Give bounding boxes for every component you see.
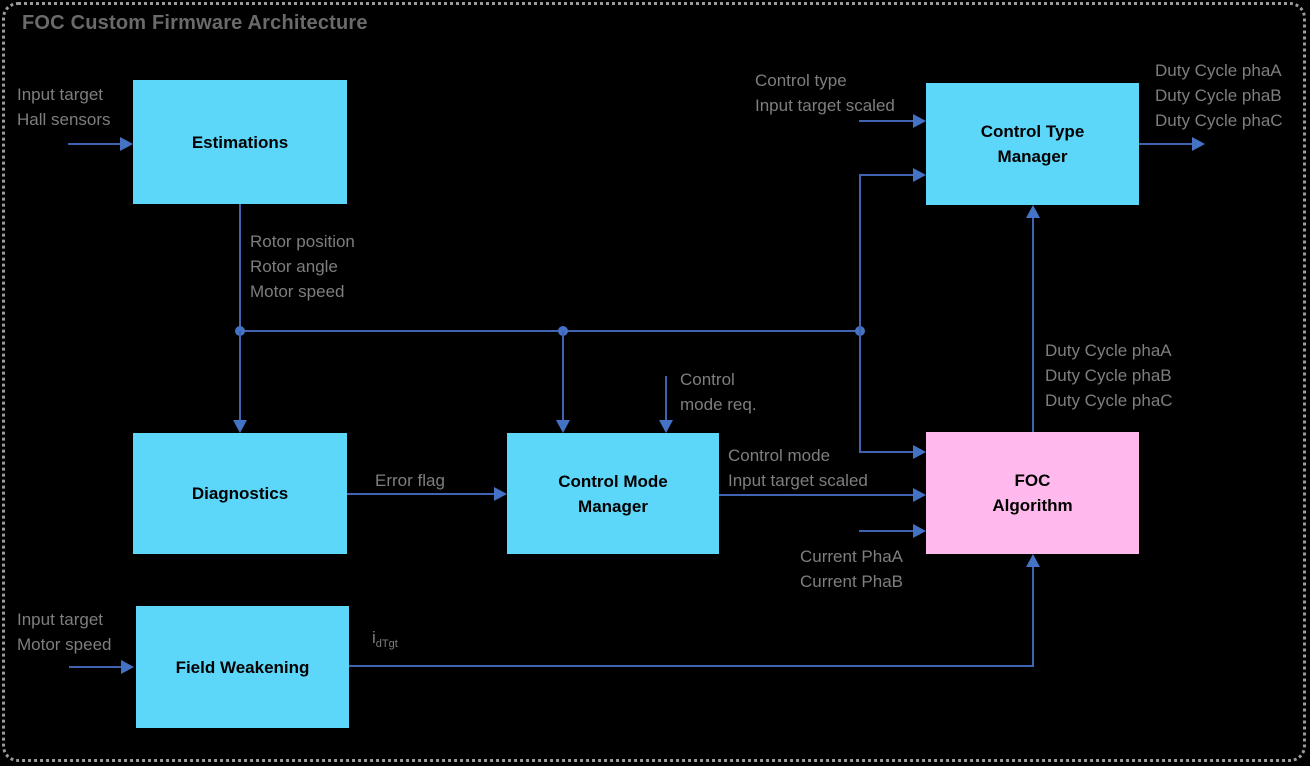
label-control-mode-req-line2: mode req. [680, 395, 757, 414]
edge-error-flag [347, 493, 495, 495]
node-diagnostics: Diagnostics [133, 433, 347, 554]
edge-control-type-manager-output [1139, 143, 1193, 145]
label-duty-cycle-phaB-fb: Duty Cycle phaB [1045, 366, 1172, 385]
label-idtgt: idTgt [372, 628, 398, 650]
label-idtgt-base: i [372, 628, 376, 647]
label-control-type: Control type [755, 71, 847, 90]
arrowhead-control-mode-request [659, 420, 673, 433]
arrowhead-into-control-type-manager-lower [913, 168, 926, 182]
label-rotor-angle: Rotor angle [250, 257, 338, 276]
label-input-target-scaled-mid: Input target scaled [728, 471, 868, 490]
edge-control-mode-to-foc [719, 494, 914, 496]
label-duty-cycle-feedback: Duty Cycle phaA Duty Cycle phaB Duty Cyc… [1045, 338, 1173, 413]
node-control-mode-manager-label-line2: Manager [578, 496, 648, 516]
node-control-mode-manager-label-line1: Control Mode [558, 471, 668, 491]
edge-control-mode-request [665, 376, 667, 421]
node-diagnostics-label: Diagnostics [191, 484, 289, 503]
arrowhead-into-foc-bottom [1026, 554, 1040, 567]
label-hall-sensors: Hall sensors [17, 110, 111, 129]
label-input-target-scaled-top: Input target scaled [755, 96, 895, 115]
label-idtgt-subscript: dTgt [375, 638, 398, 650]
label-input-target: Input target [17, 85, 104, 104]
arrowhead-into-diagnostics [233, 420, 247, 433]
arrowhead-error-flag [494, 487, 507, 501]
node-foc-algorithm: FOC Algorithm [926, 432, 1139, 554]
label-motor-speed: Motor speed [250, 282, 345, 301]
edge-control-type-input [859, 120, 914, 122]
label-control-mode: Control mode [728, 446, 831, 465]
arrowhead-into-foc-lower-input [913, 524, 926, 538]
node-field-weakening: Field Weakening [136, 606, 349, 728]
edge-bus-to-foc-horizontal [859, 451, 914, 453]
edge-idtgt-vertical [1032, 566, 1034, 667]
label-error-flag: Error flag [375, 468, 445, 493]
label-rotor-position: Rotor position [250, 232, 355, 251]
label-duty-cycle-phaA-out: Duty Cycle phaA [1155, 61, 1282, 80]
arrowhead-into-foc-top-input [913, 445, 926, 459]
edge-bus-up-to-control-type-manager [859, 174, 861, 332]
arrowhead-into-control-mode-manager-top [556, 420, 570, 433]
arrowhead-into-control-type-manager-upper [913, 114, 926, 128]
node-estimations-label: Estimations [191, 132, 289, 152]
arrowhead-into-field-weakening [121, 660, 134, 674]
label-duty-cycle-phaA-fb: Duty Cycle phaA [1045, 341, 1172, 360]
node-control-type-manager-label-line1: Control Type [980, 122, 1085, 141]
arrowhead-into-foc-middle-input [913, 488, 926, 502]
edge-input-to-field-weakening [69, 666, 122, 668]
node-foc-algorithm-label-line1: FOC [1014, 471, 1051, 490]
edge-bus-to-diagnostics [239, 331, 241, 421]
node-field-weakening-label: Field Weakening [175, 657, 310, 677]
arrowhead-duty-cycle-output [1192, 137, 1205, 151]
edge-foc-feedback-up [1032, 217, 1034, 432]
label-control-type-outputs: Duty Cycle phaA Duty Cycle phaB Duty Cyc… [1155, 58, 1283, 133]
label-control-type-inputs: Control type Input target scaled [755, 68, 895, 118]
node-control-type-manager-label-line2: Manager [997, 147, 1068, 166]
node-control-type-manager: Control Type Manager [926, 83, 1139, 205]
edge-bus-down-to-foc [859, 331, 861, 452]
label-field-weakening-inputs: Input target Motor speed [17, 607, 112, 657]
label-current-phaB: Current PhaB [800, 572, 903, 591]
node-foc-algorithm-label-line2: Algorithm [992, 496, 1073, 515]
diagram-title: FOC Custom Firmware Architecture [22, 12, 368, 34]
label-error-flag-text: Error flag [375, 471, 445, 490]
edge-estimations-down [239, 204, 241, 332]
edge-current-inputs [859, 530, 914, 532]
edge-idtgt-horizontal [349, 665, 1034, 667]
edge-input-to-estimations [68, 143, 121, 145]
label-duty-cycle-phaC-fb: Duty Cycle phaC [1045, 391, 1173, 410]
node-estimations: Estimations [133, 80, 347, 204]
label-estimations-outputs: Rotor position Rotor angle Motor speed [250, 229, 355, 304]
label-duty-cycle-phaB-out: Duty Cycle phaB [1155, 86, 1282, 105]
label-current-phaA: Current PhaA [800, 547, 903, 566]
label-duty-cycle-phaC-out: Duty Cycle phaC [1155, 111, 1283, 130]
label-estimations-inputs: Input target Hall sensors [17, 82, 111, 132]
label-fw-motor-speed: Motor speed [17, 635, 112, 654]
edge-estimations-bus [239, 330, 861, 332]
edge-bus-to-control-mode-manager [562, 331, 564, 421]
label-control-mode-request: Control mode req. [680, 367, 757, 417]
arrowhead-into-control-type-manager-bottom [1026, 205, 1040, 218]
label-fw-input-target: Input target [17, 610, 104, 629]
arrowhead-into-estimations [120, 137, 133, 151]
label-current-inputs: Current PhaA Current PhaB [800, 544, 903, 594]
node-control-mode-manager: Control Mode Manager [507, 433, 719, 554]
label-control-mode-req-line1: Control [680, 370, 735, 389]
edge-bus-to-control-type-manager-horizontal [859, 174, 914, 176]
label-control-mode-outputs: Control mode Input target scaled [728, 443, 868, 493]
